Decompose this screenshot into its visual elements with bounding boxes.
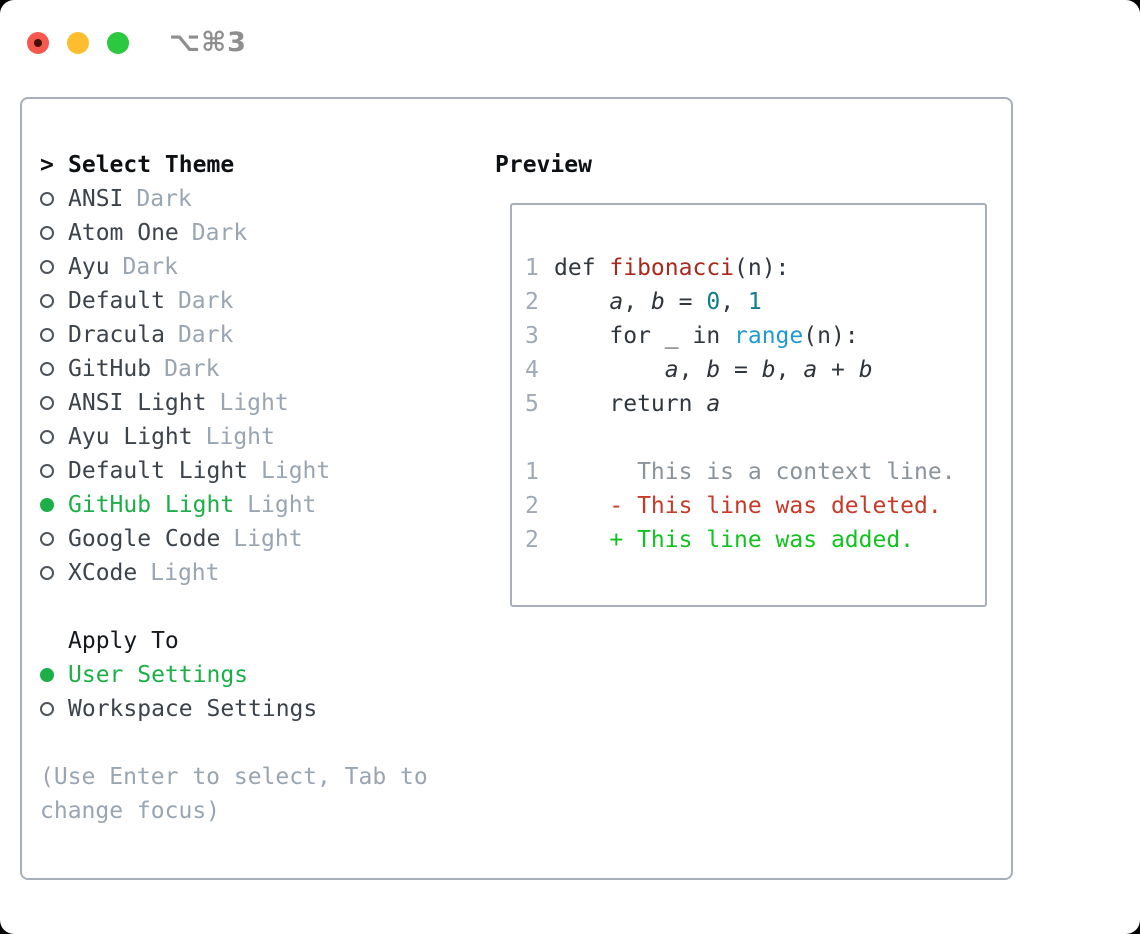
radio-icon	[40, 362, 54, 376]
radio-icon	[40, 430, 54, 444]
theme-option-google-code-light[interactable]: Google Code Light	[40, 522, 470, 556]
code-line: 4 a, b = b, a + b	[525, 357, 873, 383]
theme-picker-panel: > Select Theme ANSI Dark Atom One Dark A…	[20, 97, 1013, 880]
theme-option-ayu-dark[interactable]: Ayu Dark	[40, 250, 470, 284]
theme-option-ayu-light[interactable]: Ayu Light Light	[40, 420, 470, 454]
apply-option-user-settings[interactable]: User Settings	[40, 658, 470, 692]
radio-icon	[40, 260, 54, 274]
radio-icon	[40, 566, 54, 580]
minimize-button-icon[interactable]	[67, 31, 89, 54]
radio-icon	[40, 294, 54, 308]
prompt-icon: >	[40, 152, 54, 178]
apply-to-title: Apply To	[68, 628, 179, 654]
code-line: 3 for _ in range(n):	[525, 323, 859, 349]
theme-option-default-light[interactable]: Default Light Light	[40, 454, 470, 488]
zoom-button-icon[interactable]	[107, 31, 129, 54]
radio-icon	[40, 192, 54, 206]
radio-icon	[40, 532, 54, 546]
radio-icon	[40, 702, 54, 716]
theme-option-atom-one-dark[interactable]: Atom One Dark	[40, 216, 470, 250]
radio-selected-icon	[40, 668, 54, 682]
radio-selected-icon	[40, 498, 54, 512]
apply-to-header: Apply To	[40, 624, 470, 658]
theme-option-xcode-light[interactable]: XCode Light	[40, 556, 470, 590]
apply-option-workspace-settings[interactable]: Workspace Settings	[40, 692, 470, 726]
diff-context-line: 1 This is a context line.	[525, 459, 956, 485]
spacer	[40, 726, 470, 760]
radio-icon	[40, 396, 54, 410]
radio-icon	[40, 328, 54, 342]
radio-icon	[40, 226, 54, 240]
code-line: 5 return a	[525, 391, 721, 417]
theme-option-dracula-dark[interactable]: Dracula Dark	[40, 318, 470, 352]
code-line-blank	[525, 421, 985, 455]
titlebar: ⌥⌘3	[27, 27, 247, 58]
code-line: 2 a, b = 0, 1	[525, 289, 762, 315]
radio-icon	[40, 464, 54, 478]
theme-option-github-dark[interactable]: GitHub Dark	[40, 352, 470, 386]
theme-option-github-light[interactable]: GitHub Light Light	[40, 488, 470, 522]
theme-option-ansi-dark[interactable]: ANSI Dark	[40, 182, 470, 216]
select-theme-header: > Select Theme	[40, 148, 470, 182]
select-theme-title: Select Theme	[68, 152, 235, 178]
close-button-icon[interactable]	[27, 31, 49, 54]
diff-deleted-line: 2 - This line was deleted.	[525, 493, 942, 519]
keyboard-hint: (Use Enter to select, Tab to change focu…	[40, 764, 428, 824]
theme-list: > Select Theme ANSI Dark Atom One Dark A…	[40, 148, 470, 828]
theme-option-ansi-light[interactable]: ANSI Light Light	[40, 386, 470, 420]
theme-option-default-dark[interactable]: Default Dark	[40, 284, 470, 318]
preview-title: Preview	[495, 152, 592, 178]
diff-added-line: 2 + This line was added.	[525, 527, 915, 553]
spacer	[40, 590, 470, 624]
window-title: ⌥⌘3	[169, 27, 247, 58]
